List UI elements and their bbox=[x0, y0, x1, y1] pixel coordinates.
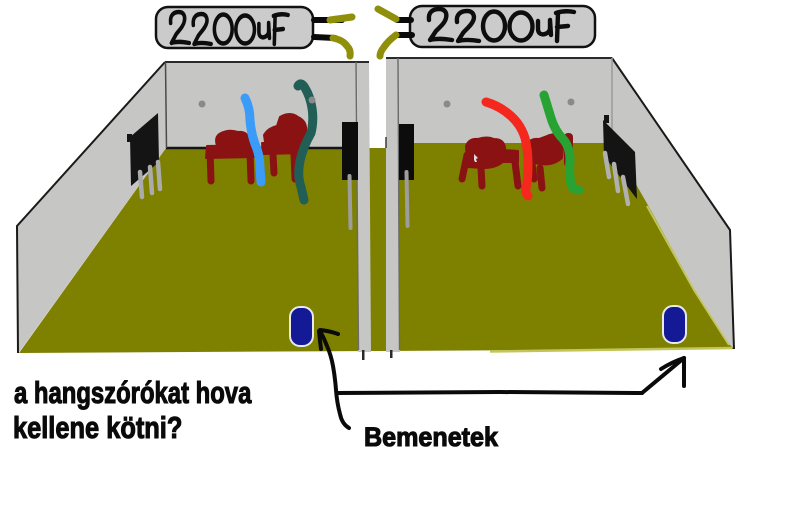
svg-text:kellene kötni?: kellene kötni? bbox=[13, 411, 182, 446]
svg-text:Bemenetek: Bemenetek bbox=[364, 421, 498, 452]
svg-text:a hangszórókat hova: a hangszórókat hova bbox=[14, 375, 252, 410]
